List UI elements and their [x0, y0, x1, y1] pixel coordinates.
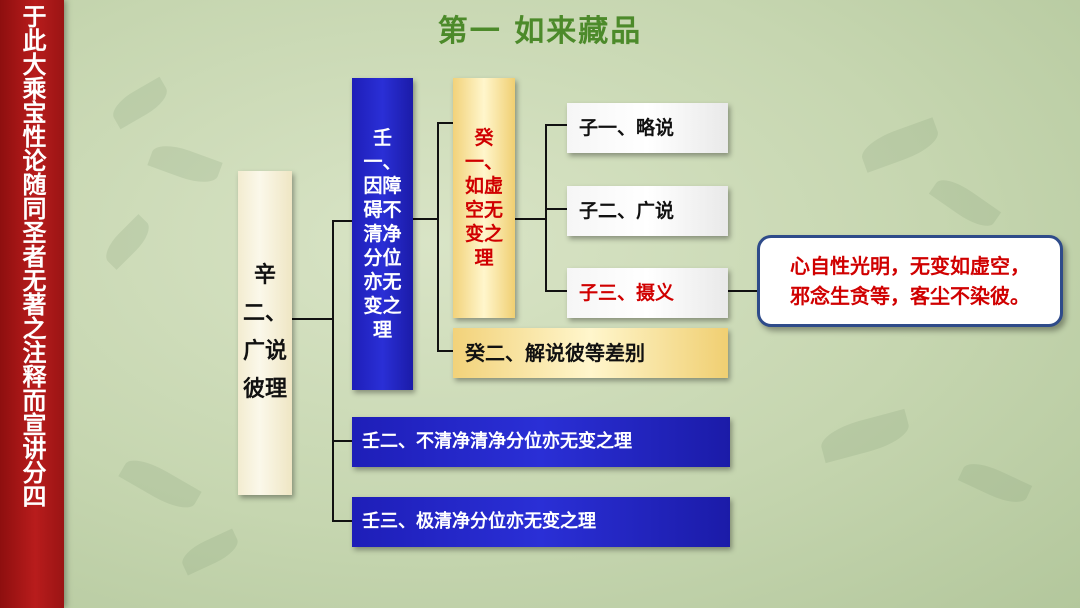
background-leaf: [817, 408, 913, 464]
node-zi2: 子二、广说: [567, 186, 728, 236]
connector: [728, 290, 758, 292]
connector: [515, 218, 545, 220]
node-ren2-label: 壬二、不清净清净分位亦无变之理: [362, 431, 632, 452]
background-leaf: [928, 172, 1002, 234]
connector: [332, 220, 352, 222]
connector: [545, 208, 567, 210]
background-leaf: [957, 456, 1033, 510]
sidebar-text: 于此大乘宝性论随同圣者无著之注释而宣讲分四: [18, 4, 46, 508]
node-ren3-label: 壬三、极清净分位亦无变之理: [362, 511, 596, 532]
node-zi3-label: 子三、摄义: [579, 282, 675, 304]
node-gui1: 癸一、如虚空无变之理: [453, 78, 515, 318]
connector: [545, 124, 567, 126]
node-ren1: 壬一、因障碍不清净分位亦无变之理: [352, 78, 413, 390]
background-leaf: [857, 117, 943, 173]
background-leaf: [177, 528, 243, 576]
node-xin2-label: 辛二、广说彼理: [243, 263, 288, 402]
node-zi1: 子一、略说: [567, 103, 728, 153]
background-leaf: [107, 76, 173, 130]
node-ren2: 壬二、不清净清净分位亦无变之理: [352, 417, 730, 467]
background-leaf: [147, 138, 223, 190]
node-gui1-label: 癸一、如虚空无变之理: [464, 127, 503, 269]
connector: [332, 440, 352, 442]
background-leaf: [99, 214, 156, 270]
background-leaf: [118, 451, 202, 517]
connector: [437, 122, 453, 124]
verse-callout: 心自性光明，无变如虚空， 邪念生贪等，客尘不染彼。: [757, 235, 1063, 327]
node-zi3: 子三、摄义: [567, 268, 728, 318]
page-title: 第一 如来藏品: [437, 14, 643, 49]
connector: [292, 318, 332, 320]
node-xin2: 辛二、广说彼理: [238, 171, 292, 495]
node-zi2-label: 子二、广说: [579, 200, 675, 222]
sidebar-banner: 于此大乘宝性论随同圣者无著之注释而宣讲分四: [0, 0, 64, 608]
connector: [413, 218, 437, 220]
verse-line-1: 心自性光明，无变如虚空，: [790, 254, 1030, 278]
connector: [437, 350, 453, 352]
connector: [545, 290, 567, 292]
verse-line-2: 邪念生贪等，客尘不染彼。: [790, 284, 1030, 308]
node-gui2: 癸二、解说彼等差别: [453, 328, 728, 378]
node-gui2-label: 癸二、解说彼等差别: [465, 341, 645, 365]
connector: [437, 122, 439, 352]
node-ren1-label: 壬一、因障碍不清净分位亦无变之理: [363, 127, 402, 341]
node-zi1-label: 子一、略说: [579, 117, 675, 139]
node-ren3: 壬三、极清净分位亦无变之理: [352, 497, 730, 547]
connector: [332, 520, 352, 522]
connector: [332, 220, 334, 522]
